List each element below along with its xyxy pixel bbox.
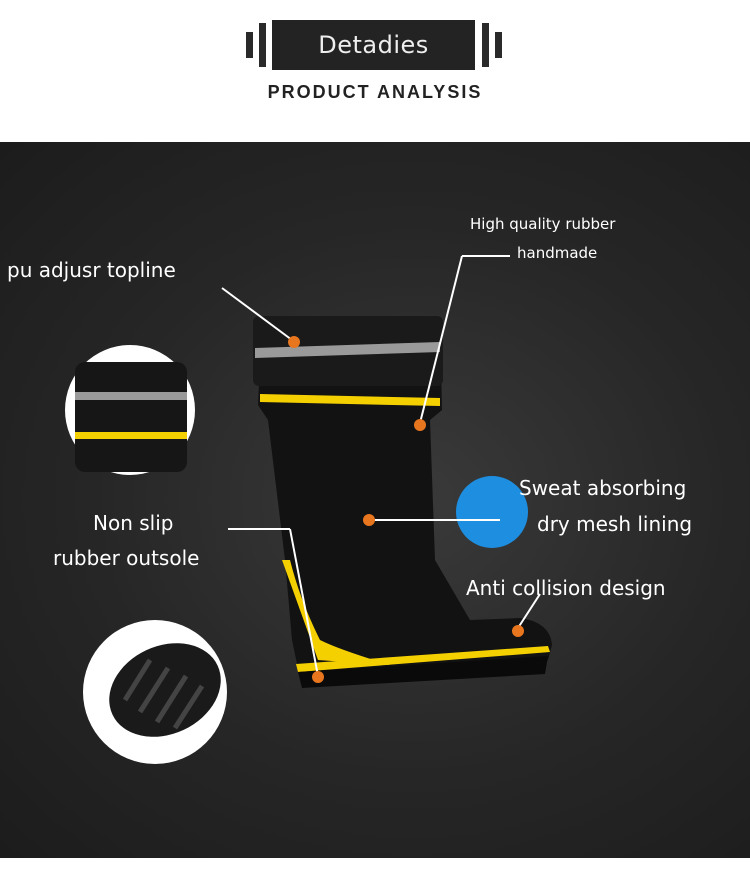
hotspot-dot bbox=[288, 336, 300, 348]
label-mesh-1: Sweat absorbing bbox=[519, 476, 687, 500]
hotspot-dot bbox=[512, 625, 524, 637]
label-nonslip-1: Non slip bbox=[93, 511, 174, 535]
decor-bar bbox=[495, 32, 502, 58]
label-rubber-2: handmade bbox=[517, 244, 598, 262]
mesh-lining-swatch bbox=[456, 476, 528, 548]
boot bbox=[253, 316, 552, 688]
label-mesh-2: dry mesh lining bbox=[537, 512, 693, 536]
label-nonslip-2: rubber outsole bbox=[53, 546, 200, 570]
hotspot-dot bbox=[312, 671, 324, 683]
subtitle: PRODUCT ANALYSIS bbox=[267, 82, 483, 102]
decor-bar bbox=[246, 32, 253, 58]
label-rubber-1: High quality rubber bbox=[470, 215, 616, 233]
label-topline: pu adjusr topline bbox=[7, 258, 176, 282]
hotspot-dot bbox=[414, 419, 426, 431]
header: Detadies PRODUCT ANALYSIS bbox=[0, 0, 750, 142]
page-title: Detadies bbox=[318, 31, 429, 59]
hotspot-dot bbox=[363, 514, 375, 526]
decor-bar bbox=[259, 23, 266, 67]
footer-space bbox=[0, 858, 750, 888]
title-box: Detadies bbox=[272, 20, 475, 70]
decor-bar bbox=[482, 23, 489, 67]
label-anticollision: Anti collision design bbox=[466, 576, 666, 600]
